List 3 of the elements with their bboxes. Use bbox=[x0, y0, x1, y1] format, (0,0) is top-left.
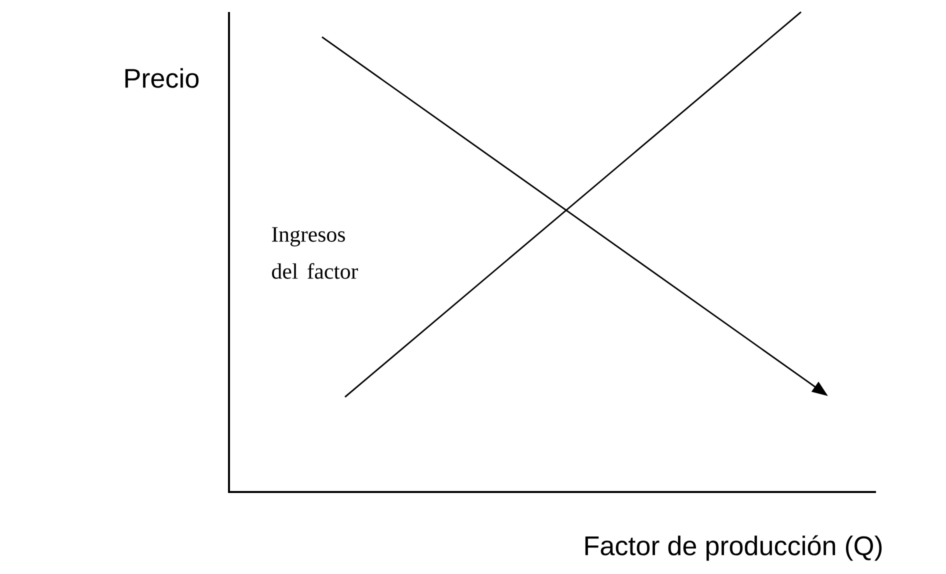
axis-label: Factor de producción (Q) bbox=[585, 535, 882, 561]
axis-label: Ingresos del factor bbox=[272, 227, 358, 279]
axis-label: Precio bbox=[125, 68, 199, 88]
